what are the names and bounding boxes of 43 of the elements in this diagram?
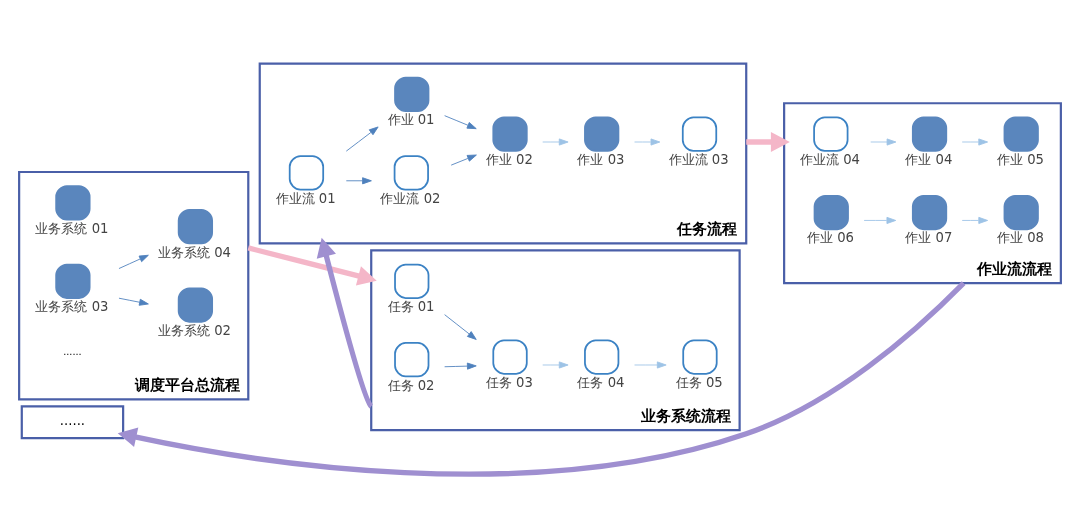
arrow bbox=[634, 138, 661, 146]
arrow bbox=[450, 154, 477, 166]
node-label: 作业 07 bbox=[905, 230, 953, 246]
node-box: ...... bbox=[20, 405, 125, 440]
arrow bbox=[118, 297, 149, 306]
arrow bbox=[870, 138, 897, 146]
arrow bbox=[444, 362, 477, 370]
label: ...... bbox=[63, 346, 82, 358]
node-label: 作业 05 bbox=[996, 152, 1044, 168]
node-label: 作业 01 bbox=[387, 112, 435, 128]
node-label: 作业 02 bbox=[485, 152, 533, 168]
node-label: 作业流 03 bbox=[668, 152, 729, 168]
arrow bbox=[444, 115, 477, 130]
arrow bbox=[961, 216, 989, 224]
node-label: 任务 04 bbox=[577, 375, 625, 391]
arrow bbox=[542, 361, 569, 369]
arrow bbox=[542, 138, 569, 146]
node-label: 作业流 04 bbox=[799, 152, 860, 168]
node-label: 业务系统 03 bbox=[35, 299, 109, 315]
arrow bbox=[316, 237, 374, 408]
node-label: 作业 06 bbox=[807, 230, 855, 246]
node-label: 任务 03 bbox=[485, 375, 533, 391]
node-label: 任务 05 bbox=[675, 375, 723, 391]
node-label: 作业 04 bbox=[905, 152, 953, 168]
arrow bbox=[118, 254, 149, 269]
arrow bbox=[117, 281, 966, 477]
arrow bbox=[444, 314, 477, 340]
arrow bbox=[746, 132, 790, 152]
node-label: 业务系统 02 bbox=[157, 323, 231, 339]
node-label: 作业 03 bbox=[577, 152, 625, 168]
node-label: 任务 01 bbox=[387, 299, 435, 315]
node-label: 作业 08 bbox=[996, 230, 1044, 246]
arrow bbox=[247, 245, 377, 286]
arrow bbox=[345, 126, 379, 152]
node-label: 业务系统 04 bbox=[157, 244, 231, 260]
node-label: 业务系统 01 bbox=[35, 220, 109, 236]
arrow bbox=[961, 138, 989, 146]
arrow bbox=[634, 361, 667, 369]
node-label: 作业流 02 bbox=[380, 190, 441, 206]
node-label: 作业流 01 bbox=[275, 190, 336, 206]
arrow bbox=[863, 216, 897, 224]
node-label: 任务 02 bbox=[387, 377, 435, 393]
arrow bbox=[345, 177, 372, 185]
